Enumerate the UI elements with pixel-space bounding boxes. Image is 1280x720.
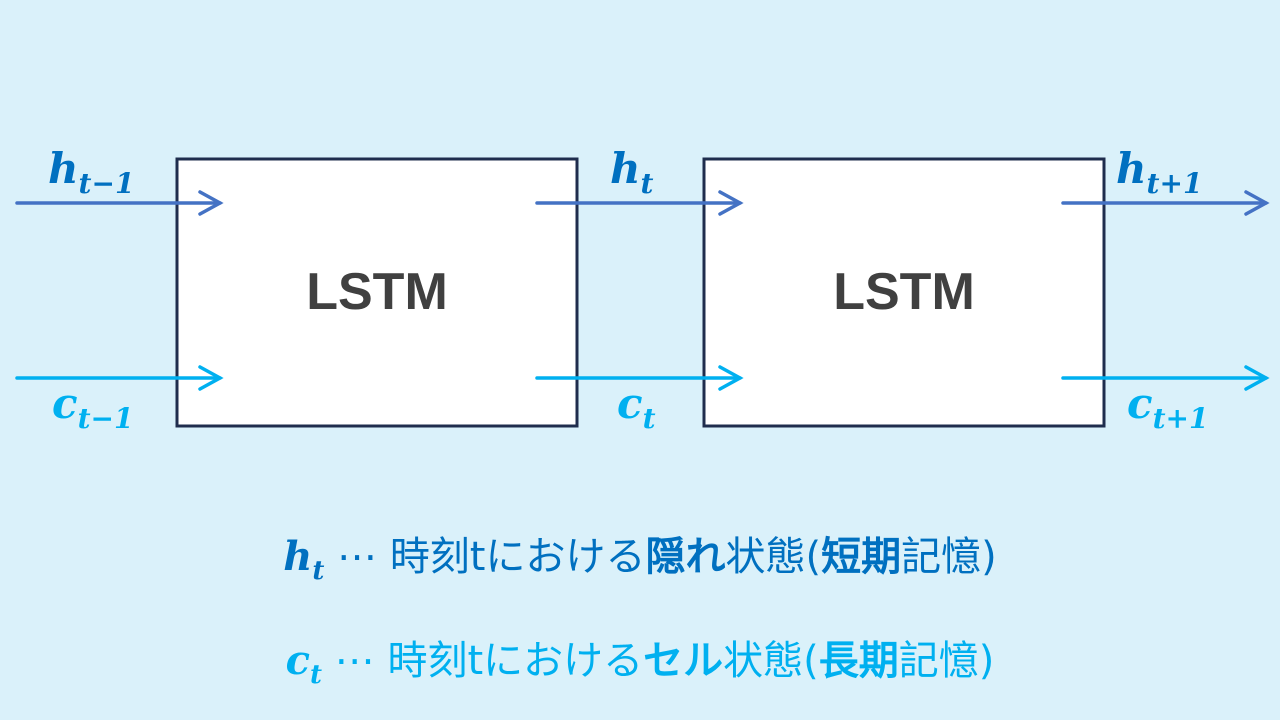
legend-separator: ⋯ [322,638,388,684]
h-next-arrow [1061,190,1270,216]
c-next-label: ct+1 [1127,379,1208,435]
h-cur-arrow [535,190,744,216]
h-cur-label: ht [610,144,654,200]
legend-text: 状態( [725,534,822,580]
lstm-box-1-label: LSTM [306,263,448,321]
legend-separator: ⋯ [324,534,390,580]
h-prev-label: ht−1 [48,144,134,200]
h-prev-arrow [15,190,224,216]
legend-cell-state: ct ⋯ 時刻tにおけるセル状態(長期記憶) [0,628,1280,690]
legend-c-symbol: ct [285,637,323,690]
legend-bold: セル [643,638,724,684]
c-prev-label: ct−1 [52,379,133,435]
legend-text: 状態( [723,638,819,684]
legend-text: 時刻tにおける [389,534,646,580]
c-cur-arrow [535,365,744,391]
lstm-box-2-label: LSTM [833,263,975,321]
legend-bold: 隠れ [645,534,726,580]
legend-bold: 短期 [821,534,902,580]
h-next-label: ht+1 [1116,144,1202,200]
legend-text: 記憶) [898,638,995,684]
legend-text: 時刻tにおける [387,638,644,684]
lstm-box-1 [175,157,579,428]
legend-hidden-state: ht ⋯ 時刻tにおける隠れ状態(短期記憶) [0,524,1280,586]
c-prev-arrow [15,365,224,391]
legend-text: 記憶) [901,534,997,580]
c-cur-label: ct [617,379,656,435]
legend-h-symbol: ht [283,533,325,586]
lstm-box-2 [702,157,1106,428]
c-next-arrow [1061,365,1270,391]
legend-bold: 長期 [818,638,899,684]
